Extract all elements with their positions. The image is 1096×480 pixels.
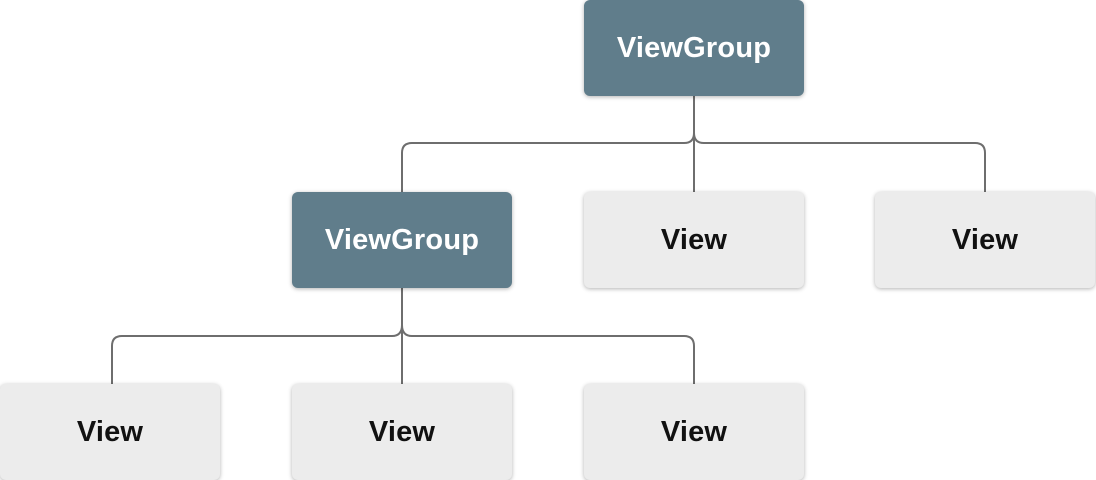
node-view-level3-middle: View — [292, 384, 512, 480]
node-label: View — [660, 415, 728, 448]
node-view-level2-right: View — [875, 192, 1095, 288]
node-label: View — [76, 415, 144, 448]
node-viewgroup-child: ViewGroup — [292, 192, 512, 288]
node-label: View — [660, 223, 728, 256]
edge-viewgroup2-to-view-right — [401, 288, 695, 384]
edge-root-to-view-right — [693, 96, 986, 192]
node-view-level3-right: View — [584, 384, 804, 480]
node-label: ViewGroup — [616, 31, 772, 64]
node-label: ViewGroup — [324, 223, 480, 256]
node-label: View — [951, 223, 1019, 256]
node-view-level3-left: View — [0, 384, 220, 480]
node-view-level2-middle: View — [584, 192, 804, 288]
edge-root-to-viewgroup2 — [401, 96, 695, 192]
edge-viewgroup2-to-view-left — [111, 288, 403, 384]
node-label: View — [368, 415, 436, 448]
node-viewgroup-root: ViewGroup — [584, 0, 804, 96]
